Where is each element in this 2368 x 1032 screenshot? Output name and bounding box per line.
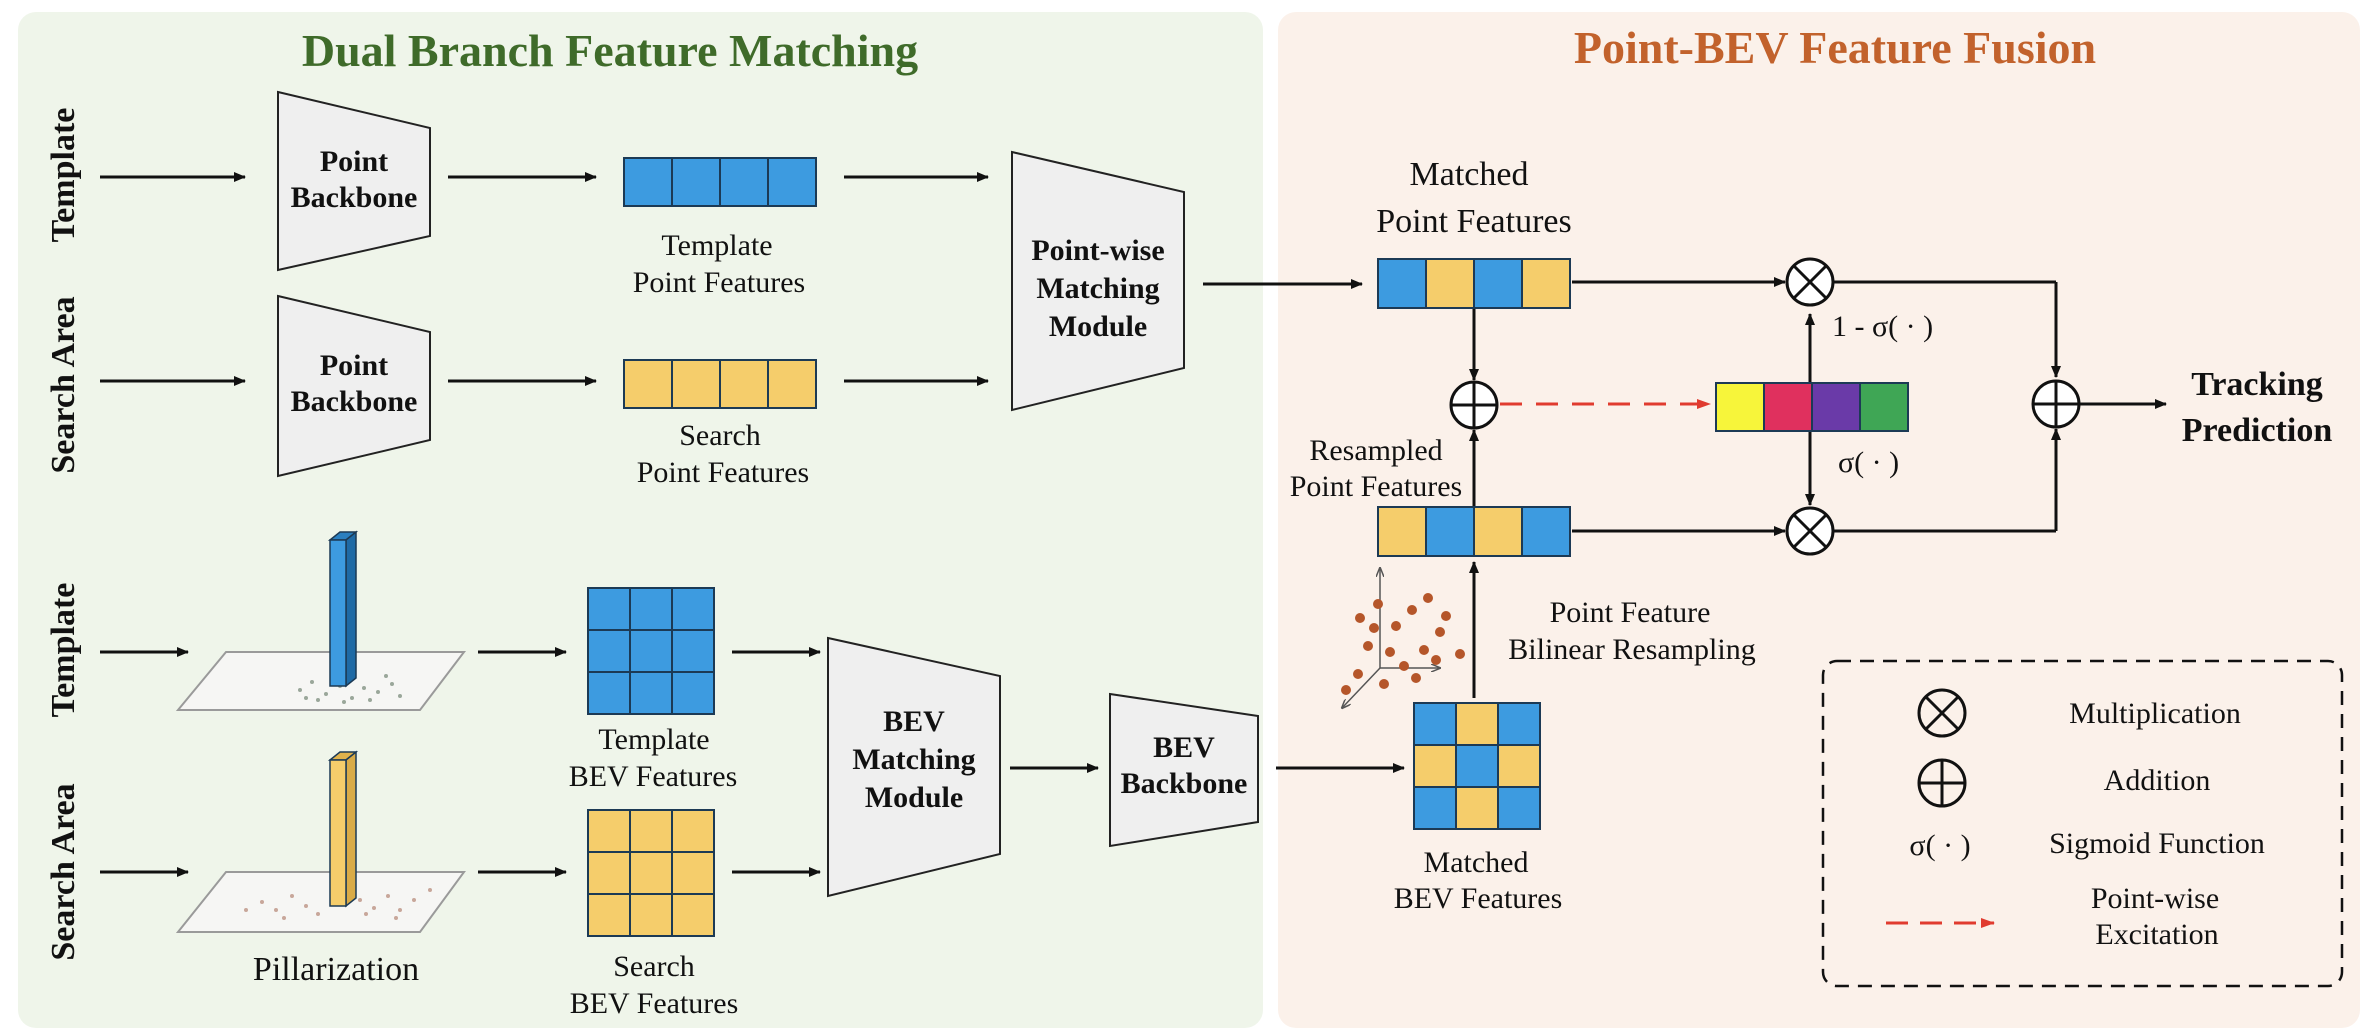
search-bev-features xyxy=(587,809,715,937)
svg-text:Point: Point xyxy=(320,145,388,178)
search-bev-features-label-1: Search xyxy=(613,950,695,983)
search-point-features-label-1: Search xyxy=(679,419,761,452)
svg-text:Matching: Matching xyxy=(1036,272,1159,305)
resampled-point-features xyxy=(1377,506,1571,557)
matched-point-features-label-1: Matched xyxy=(1410,156,1529,193)
svg-text:BEV: BEV xyxy=(1153,731,1215,764)
tracking-prediction-label-2: Prediction xyxy=(2182,412,2333,449)
pillarization-template xyxy=(175,530,467,711)
svg-text:Matching: Matching xyxy=(852,743,975,776)
template-point-features-label-1: Template xyxy=(661,229,772,262)
legend-sigmoid-label: Sigmoid Function xyxy=(2049,827,2265,860)
legend-addition-label: Addition xyxy=(2104,764,2211,797)
row-label-search-point: Search Area xyxy=(45,296,82,473)
template-bev-features-label-2: BEV Features xyxy=(569,760,738,793)
svg-text:Point: Point xyxy=(320,349,388,382)
tracking-prediction-label-1: Tracking xyxy=(2191,366,2323,403)
svg-text:Module: Module xyxy=(1049,310,1147,343)
template-bev-features xyxy=(587,587,715,715)
legend-sigma-symbol: σ( · ) xyxy=(1909,829,1970,862)
resampling-label-1: Point Feature xyxy=(1550,596,1711,629)
svg-text:Module: Module xyxy=(865,781,963,814)
legend-multiplication-icon xyxy=(1917,688,1967,738)
row-label-template-bev: Template xyxy=(45,583,82,718)
matched-point-features xyxy=(1377,258,1571,309)
fusion-title: Point-BEV Feature Fusion xyxy=(1574,22,2096,73)
legend-excitation-label-1: Point-wise xyxy=(2091,882,2219,915)
row-label-search-bev: Search Area xyxy=(45,783,82,960)
template-point-features-label-2: Point Features xyxy=(633,266,806,299)
multiply-operator-top xyxy=(1785,257,1835,307)
svg-text:Backbone: Backbone xyxy=(291,385,418,418)
point-cloud-scatter xyxy=(1341,568,1465,708)
pillarization-label: Pillarization xyxy=(253,951,419,988)
multiply-operator-bottom xyxy=(1785,506,1835,556)
svg-text:Point-wise: Point-wise xyxy=(1031,234,1164,267)
search-point-features-label-2: Point Features xyxy=(637,456,810,489)
resampled-point-features-label-1: Resampled xyxy=(1309,434,1442,467)
matched-point-features-label-2: Point Features xyxy=(1376,203,1571,240)
search-bev-features-label-2: BEV Features xyxy=(570,987,739,1020)
svg-text:Backbone: Backbone xyxy=(1121,767,1248,800)
resampled-point-features-label-2: Point Features xyxy=(1290,470,1463,503)
sigma-label: σ( · ) xyxy=(1838,446,1899,479)
point-backbone-search: Point Backbone xyxy=(277,294,431,478)
bev-backbone: BEV Backbone xyxy=(1109,692,1259,848)
svg-text:Backbone: Backbone xyxy=(291,181,418,214)
svg-text:BEV: BEV xyxy=(883,705,945,738)
point-wise-matching-module: Point-wise Matching Module xyxy=(1011,150,1185,412)
row-label-template-point: Template xyxy=(45,108,82,243)
legend-excitation-label-2: Excitation xyxy=(2095,918,2218,951)
excitation-weights xyxy=(1715,382,1909,432)
search-point-features xyxy=(623,359,817,409)
add-operator-left xyxy=(1449,380,1499,430)
legend: Multiplication Addition σ( · ) Sigmoid F… xyxy=(1821,659,2344,988)
dual-branch-title: Dual Branch Feature Matching xyxy=(302,25,918,76)
template-bev-features-label-1: Template xyxy=(598,723,709,756)
legend-multiplication-label: Multiplication xyxy=(2069,697,2241,730)
add-operator-right xyxy=(2031,379,2081,429)
matched-bev-features-label-2: BEV Features xyxy=(1394,882,1563,915)
pillarization-search xyxy=(175,750,466,933)
template-point-features xyxy=(623,157,817,207)
matched-bev-features xyxy=(1413,702,1541,830)
legend-addition-icon xyxy=(1917,758,1967,808)
resampling-label-2: Bilinear Resampling xyxy=(1508,633,1755,666)
one-minus-sigma-label: 1 - σ( · ) xyxy=(1832,310,1933,343)
bev-matching-module: BEV Matching Module xyxy=(827,636,1001,898)
matched-bev-features-label-1: Matched xyxy=(1424,846,1529,879)
point-backbone-template: Point Backbone xyxy=(277,90,431,272)
